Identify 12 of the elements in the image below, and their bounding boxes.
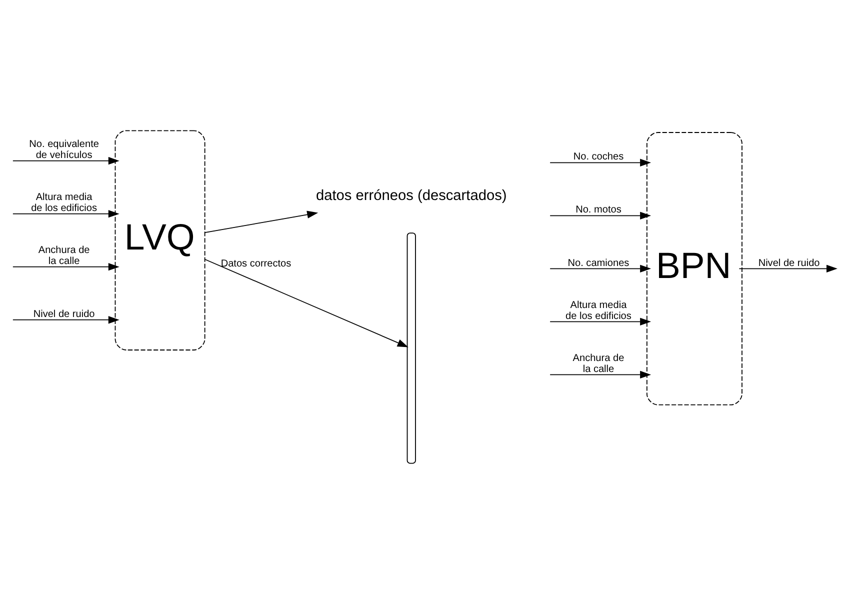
edge-label: Altura media de los edificios xyxy=(566,299,632,322)
edge-label: Anchura de la calle xyxy=(572,352,624,374)
edge-label: Datos correctos xyxy=(220,258,292,270)
edge-label: Nivel de ruido xyxy=(758,257,820,268)
edge-label: No. camiones xyxy=(568,257,630,268)
edge-label: Altura media de los edificios xyxy=(31,191,98,214)
edge-label: Anchura de la calle xyxy=(38,244,90,266)
node-text: datos erróneos (descartados) xyxy=(316,187,507,204)
edge-label: No. equivalente de vehículos xyxy=(29,138,99,160)
edge-label: No. motos xyxy=(576,204,622,216)
edge-label: Nivel de ruido xyxy=(33,308,95,320)
edge-label: No. coches xyxy=(573,151,624,162)
